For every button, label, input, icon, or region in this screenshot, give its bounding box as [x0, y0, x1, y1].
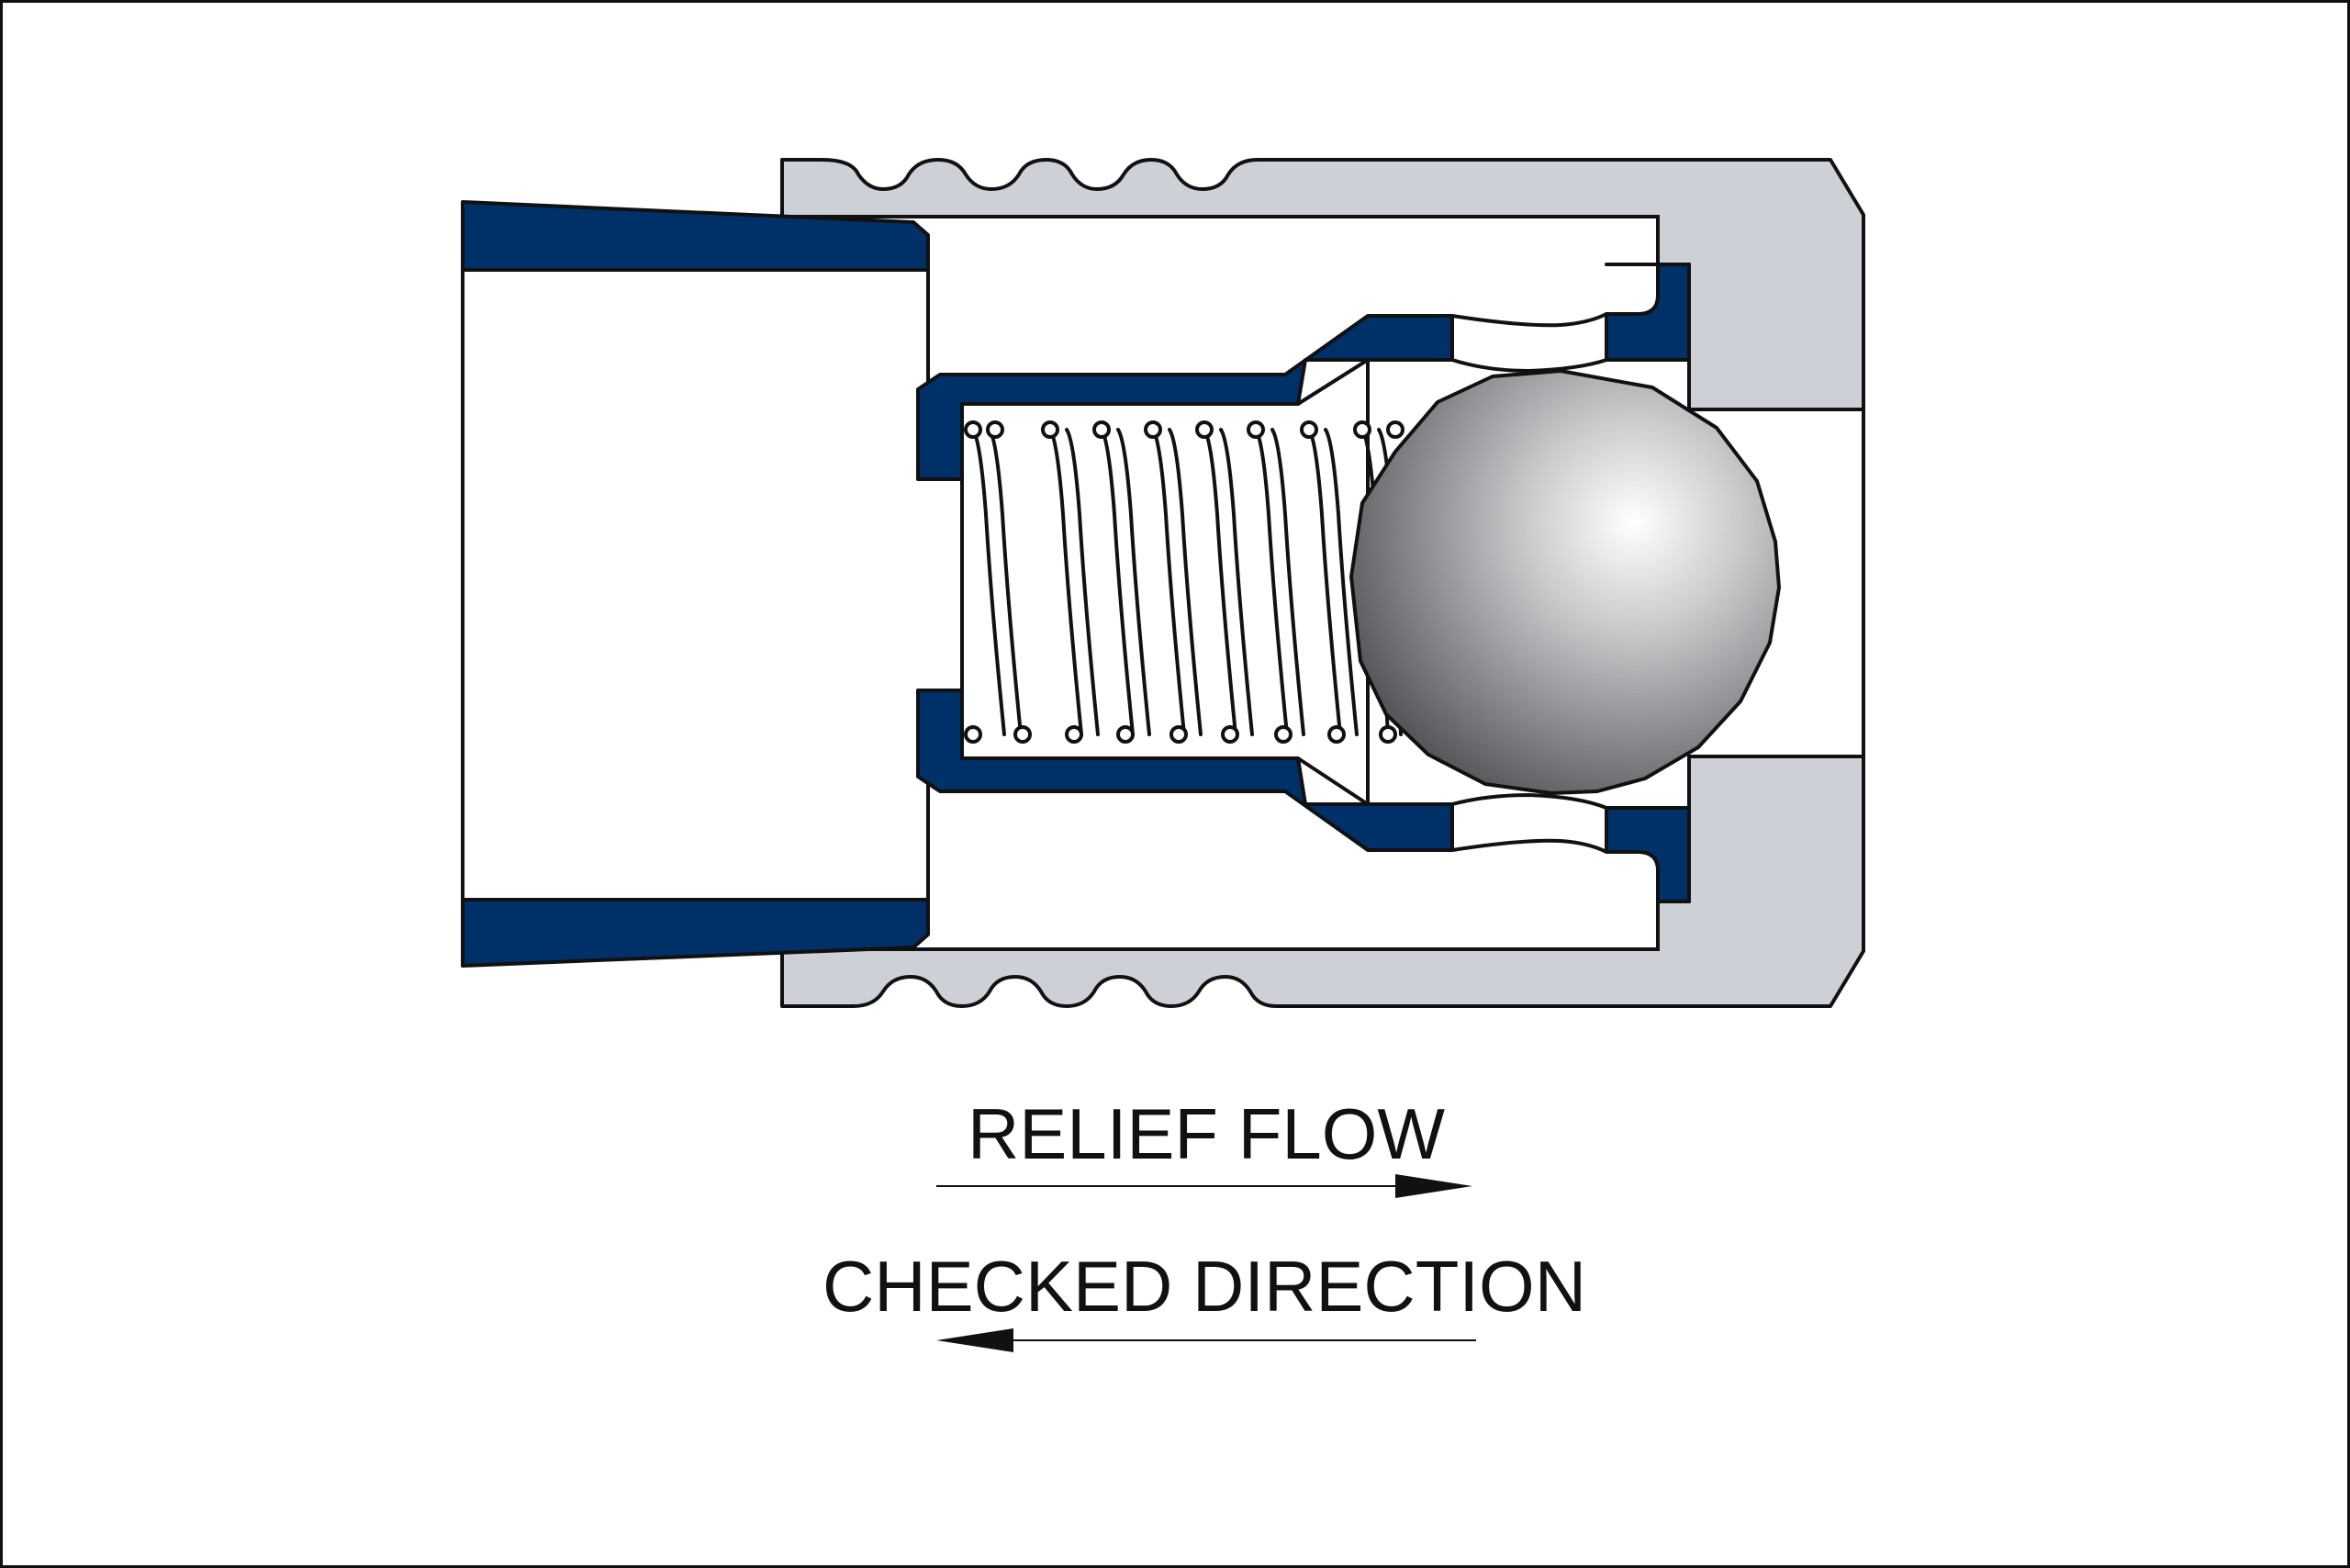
- relief-flow-label: RELIEF FLOW: [968, 1093, 1445, 1174]
- inlet-bushing-top: [461, 200, 930, 272]
- outlet-bore: [1689, 408, 1863, 758]
- inlet-bore: [461, 268, 930, 902]
- seat-ring-bottom: [1605, 806, 1691, 903]
- cage-port: [918, 477, 964, 692]
- spring-coil-ends: [964, 420, 1404, 744]
- seat-passage-bottom: [1450, 793, 1608, 854]
- checked-direction-label: CHECKED DIRECTION: [822, 1246, 1586, 1327]
- checked-direction-arrow: [936, 1328, 1476, 1352]
- relief-flow-arrow: [936, 1174, 1472, 1198]
- valve-cavity-outline: [928, 215, 1660, 951]
- check-ball: [1349, 369, 1781, 795]
- outer-body-top: [780, 158, 1865, 1008]
- seat-passage-top: [1450, 312, 1608, 373]
- seat-ring-top: [1605, 263, 1691, 362]
